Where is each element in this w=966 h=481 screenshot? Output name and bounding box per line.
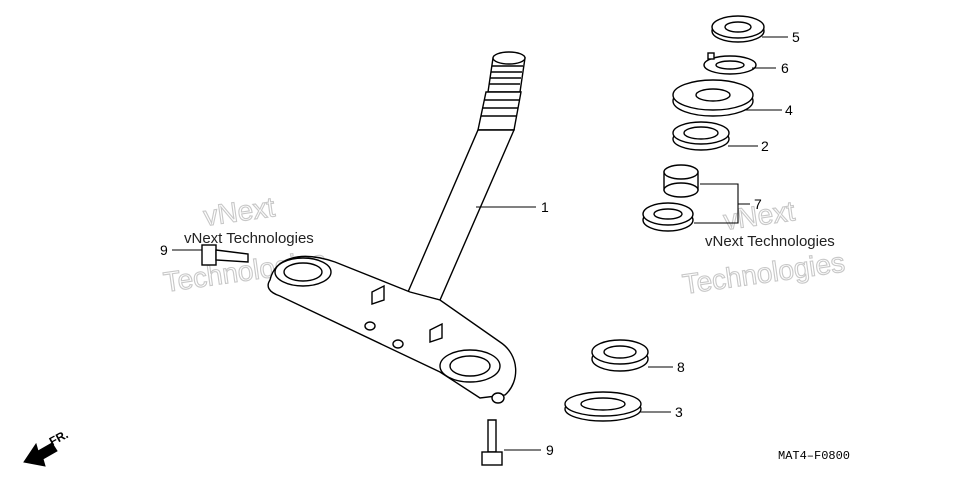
dust-seal bbox=[672, 121, 730, 151]
watermark-left-small: vNext Technologies bbox=[184, 230, 314, 247]
watermark-left-big-1: vNext bbox=[202, 191, 277, 232]
callout-9-left: 9 bbox=[160, 242, 168, 258]
callout-6: 6 bbox=[781, 60, 789, 76]
stem-collar bbox=[477, 91, 522, 131]
adjusting-nut bbox=[672, 79, 754, 117]
pinch-bolt-bottom bbox=[481, 419, 503, 466]
stem-top-end bbox=[492, 51, 526, 65]
bracket-tab-right bbox=[429, 322, 443, 343]
callout-4: 4 bbox=[785, 102, 793, 118]
callout-5: 5 bbox=[792, 29, 800, 45]
leader-lines bbox=[172, 36, 788, 451]
pinch-bolt-left bbox=[201, 244, 249, 266]
front-arrow: FR. bbox=[23, 427, 70, 467]
bracket-hole-2 bbox=[392, 339, 404, 349]
bracket-tab-left bbox=[371, 284, 385, 305]
watermark-right: vNext Technologies vNext Technologies bbox=[680, 195, 847, 301]
callout-2: 2 bbox=[761, 138, 769, 154]
watermark-right-big-2: Technologies bbox=[681, 246, 847, 299]
callout-1: 1 bbox=[541, 199, 549, 215]
lower-dust-seal bbox=[564, 391, 642, 422]
bracket-hole-1 bbox=[364, 321, 376, 331]
lower-bearing bbox=[591, 339, 649, 372]
upper-race bbox=[663, 164, 699, 198]
upper-bearing bbox=[642, 202, 694, 232]
leader-7 bbox=[694, 183, 750, 224]
bracket-hole-3 bbox=[491, 392, 505, 404]
callout-9-bottom: 9 bbox=[546, 442, 554, 458]
front-arrow-icon bbox=[23, 442, 58, 467]
stem-shaft bbox=[407, 129, 516, 301]
callout-8: 8 bbox=[677, 359, 685, 375]
lock-washer bbox=[703, 52, 757, 75]
callout-7: 7 bbox=[754, 196, 762, 212]
callouts: 1 2 3 4 5 6 7 8 9 9 bbox=[160, 29, 800, 458]
callout-3: 3 bbox=[675, 404, 683, 420]
steering-stem bbox=[267, 51, 526, 404]
diagram-code: MAT4–F0800 bbox=[778, 449, 850, 463]
lock-nut bbox=[711, 15, 765, 43]
watermark-right-small: vNext Technologies bbox=[705, 233, 835, 250]
